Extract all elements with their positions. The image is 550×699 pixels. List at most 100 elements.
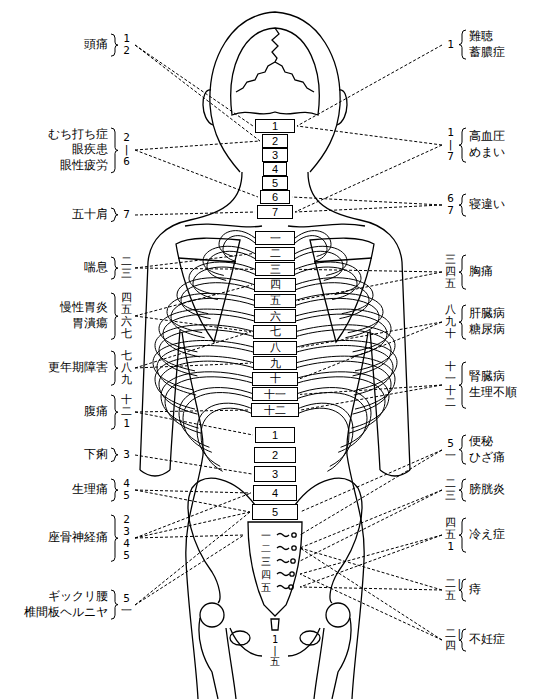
ailment-label: 蓄膿症 xyxy=(469,45,505,61)
leader-line xyxy=(135,363,251,368)
leader-line xyxy=(299,322,442,348)
vertebra-box: 四 xyxy=(254,278,296,292)
leader-line xyxy=(295,145,442,212)
leader-line xyxy=(135,45,253,126)
brace xyxy=(458,193,467,217)
rib xyxy=(223,236,255,262)
ailment-group: 十一十二腎臓病生理不順 xyxy=(445,361,517,409)
ailment-label: 糖尿病 xyxy=(469,322,505,338)
skull xyxy=(231,28,319,115)
ear xyxy=(337,90,347,125)
vertebra-reference: 二|五 xyxy=(445,578,456,602)
sacrum-number: 四 xyxy=(261,569,271,580)
vertebra-reference: 45 xyxy=(121,478,132,502)
rib xyxy=(295,236,327,262)
vertebra-reference: 二三 xyxy=(121,256,132,280)
rib xyxy=(295,361,391,414)
leader-line xyxy=(300,535,442,587)
vertebra-reference: 2345 xyxy=(121,514,132,562)
leader-line xyxy=(135,535,244,605)
ailment-list: 生理痛 xyxy=(72,482,108,498)
rib xyxy=(183,393,255,453)
brace xyxy=(458,29,467,60)
ailment-group: 67寝違い xyxy=(445,193,505,217)
skull-suture xyxy=(236,62,275,92)
leader-line xyxy=(300,574,442,640)
leader-line xyxy=(297,269,442,272)
brace xyxy=(459,435,466,464)
vertebra-number: 二 xyxy=(270,248,281,259)
ailment-list: 腹痛 xyxy=(84,404,108,420)
vertebra-box: 7 xyxy=(257,205,293,219)
ailment-label: 不妊症 xyxy=(469,632,505,648)
vertebra-number: 4 xyxy=(272,488,278,499)
ailment-group: 慢性胃炎胃潰瘍四五六七 xyxy=(60,292,132,340)
ailment-label: 腎臓病 xyxy=(469,369,517,385)
ailment-group: 三四五胸痛 xyxy=(445,254,493,290)
vertebra-box: 二 xyxy=(255,247,295,261)
brace xyxy=(458,628,467,652)
leader-line xyxy=(300,548,442,590)
sacral-mark xyxy=(277,534,289,537)
brace xyxy=(459,30,466,59)
vertebra-reference: 5一 xyxy=(445,438,456,462)
vertebra-reference: 七八九 xyxy=(121,350,132,386)
sacral-mark xyxy=(277,560,289,563)
leader-line xyxy=(135,410,249,412)
leader-line xyxy=(300,490,442,548)
vertebra-box: 三 xyxy=(255,262,295,276)
ailment-list: 痔 xyxy=(469,582,481,598)
sacrum-number: 五 xyxy=(261,582,271,593)
ailment-label: ギックリ腰 xyxy=(24,589,108,605)
vertebra-reference: 二|四 xyxy=(445,628,456,652)
leader-line xyxy=(135,412,253,435)
ailment-list: 胸痛 xyxy=(469,264,493,280)
ailment-list: 腎臓病生理不順 xyxy=(469,369,517,400)
skull-suture xyxy=(272,28,279,62)
brace xyxy=(111,515,118,561)
ailment-list: 頭痛 xyxy=(84,37,108,53)
vertebra-box: 4 xyxy=(263,162,287,176)
ailment-label: 寝違い xyxy=(469,197,505,213)
brace xyxy=(458,127,467,163)
clavicle xyxy=(185,224,262,227)
ailment-label: 肝臓病 xyxy=(469,306,505,322)
brace xyxy=(458,517,467,553)
brace xyxy=(111,448,118,462)
brace xyxy=(458,434,467,465)
leader-line xyxy=(300,587,442,590)
rib xyxy=(295,403,353,466)
ailment-group: 二|五 痔 xyxy=(445,578,481,602)
vertebra-number: 十 xyxy=(270,373,281,384)
body-half xyxy=(140,172,262,699)
vertebra-box: 十二 xyxy=(251,403,299,417)
brace xyxy=(458,304,467,340)
ailment-group: 生理痛 45 xyxy=(72,478,132,502)
leader-line xyxy=(135,45,260,141)
ailment-label: 眼性疲労 xyxy=(48,158,108,174)
sacral-mark xyxy=(277,586,289,589)
ailment-group: 八九十肝臓病糖尿病 xyxy=(445,304,505,340)
ailment-group: むち打ち症眼疾患眼性疲労2|6 xyxy=(48,127,132,174)
brace xyxy=(110,256,119,280)
ailment-label: 胸痛 xyxy=(469,264,493,280)
ailment-group: 1難聴蓄膿症 xyxy=(445,29,505,60)
brace xyxy=(111,351,118,385)
vertebra-reference: 1 xyxy=(445,39,456,51)
brace xyxy=(110,394,119,430)
vertebra-number: 四 xyxy=(270,279,281,290)
vertebra-reference: 四五六七 xyxy=(121,292,132,340)
vertebra-number: 六 xyxy=(270,311,281,322)
brace xyxy=(458,578,467,602)
leader-line xyxy=(135,285,252,316)
brace xyxy=(110,447,119,463)
ailment-list: 高血圧めまい xyxy=(469,129,505,160)
ailment-list: 寝違い xyxy=(469,197,505,213)
ailment-group: 座骨神経痛2345 xyxy=(48,514,132,562)
brace xyxy=(459,305,466,339)
rib xyxy=(295,408,349,471)
leader-line xyxy=(135,268,253,269)
rib xyxy=(163,314,255,357)
sacral-foramen xyxy=(290,572,294,576)
